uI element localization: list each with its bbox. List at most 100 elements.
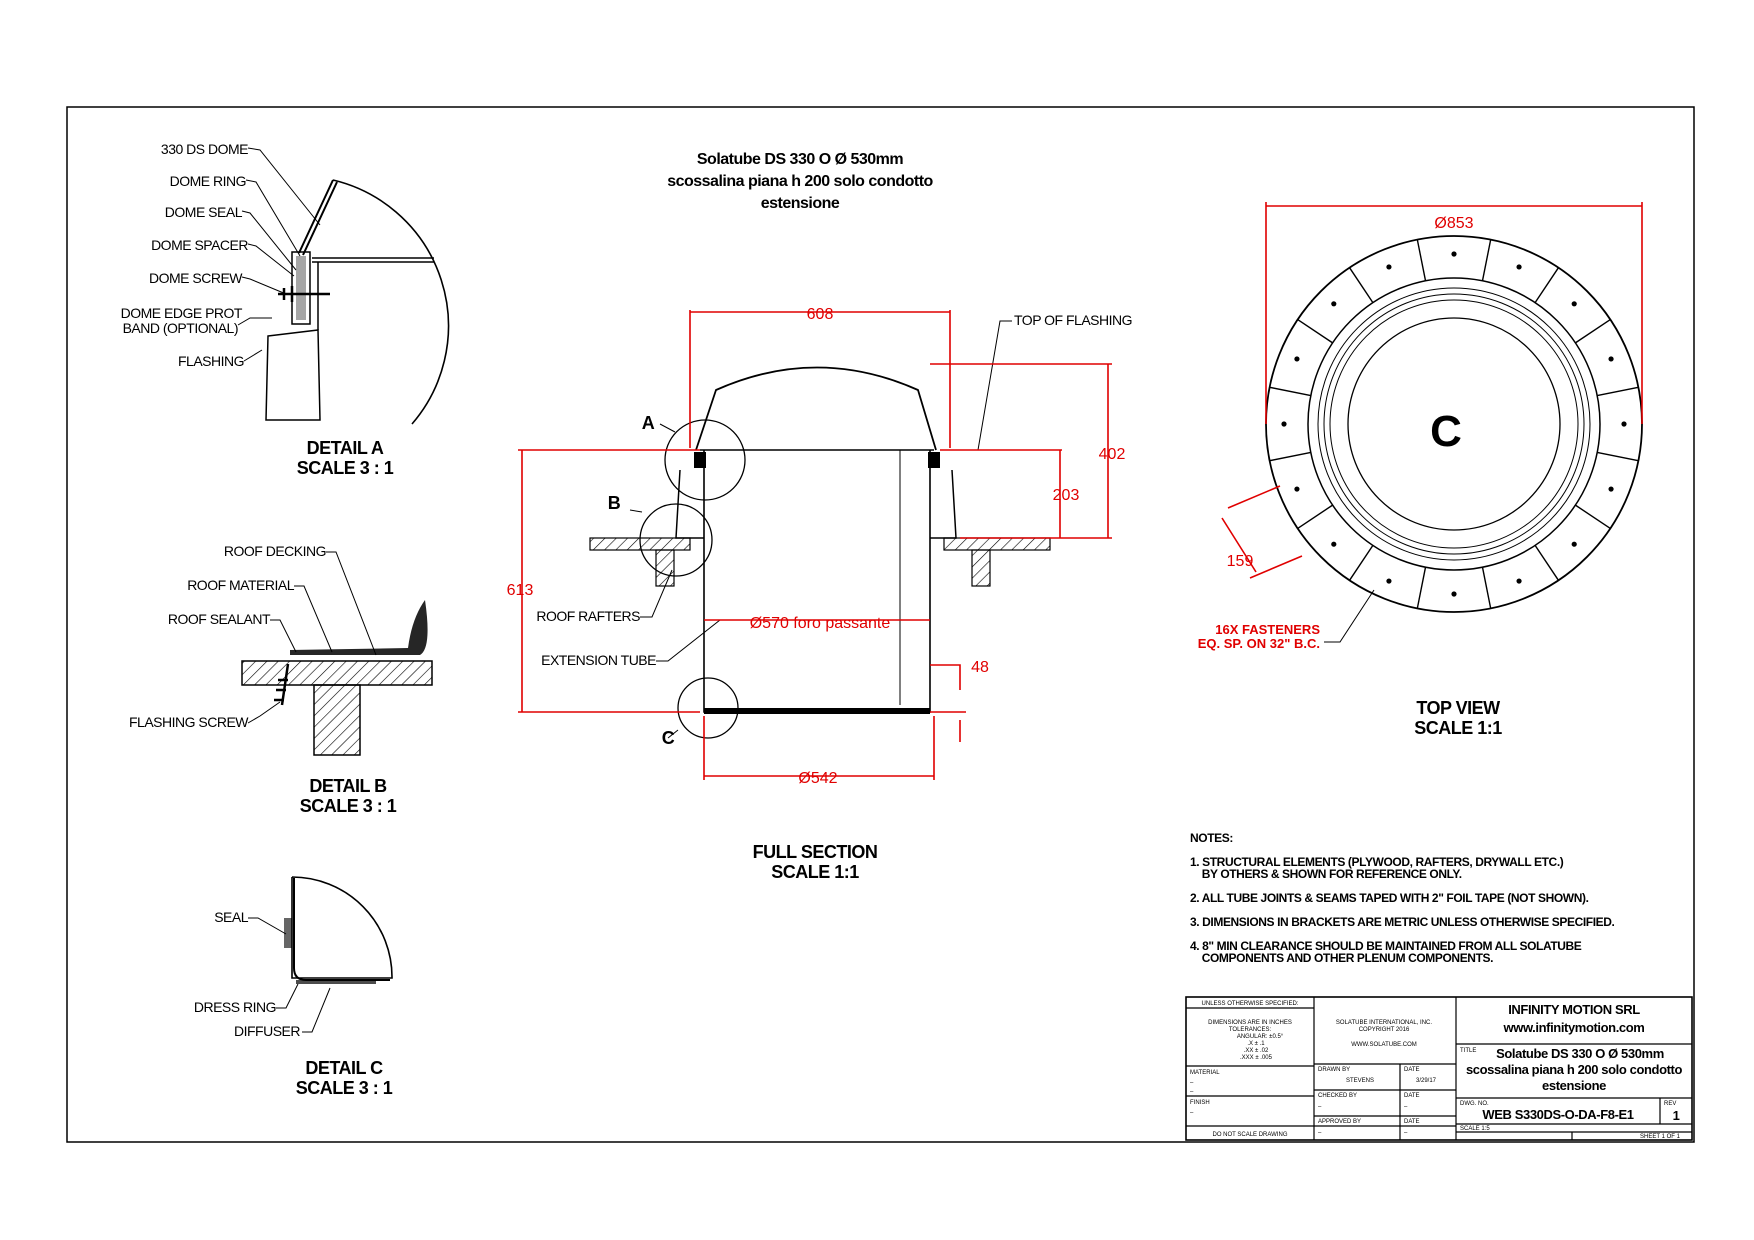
full-section-caption: FULL SECTION (753, 842, 878, 862)
segment-divider (1269, 386, 1311, 397)
tb-checked-dash: – (1318, 1104, 1322, 1110)
tb-sheet: SHEET 1 OF 1 (1640, 1134, 1681, 1140)
dim-48-lines (930, 664, 966, 742)
dim-542: Ø542 (798, 770, 837, 787)
detail-c: SEAL DRESS RING DIFFUSER DETAIL C SCALE … (194, 876, 393, 1098)
top-mid-circle (1307, 277, 1601, 571)
label-roof-material: ROOF MATERIAL (187, 577, 295, 593)
tb-dwg-no: WEB S330DS-O-DA-F8-E1 (1482, 1107, 1633, 1122)
tb-copyright-3: WWW.SOLATUBE.COM (1351, 1042, 1417, 1048)
label-roof-decking: ROOF DECKING (224, 543, 326, 559)
detail-a-circle (332, 179, 450, 425)
section-diffuser (704, 708, 930, 714)
tb-drawn-date: 3/29/17 (1416, 1078, 1437, 1084)
tb-rev: 1 (1673, 1108, 1680, 1123)
detail-a-caption: DETAIL A (307, 438, 384, 458)
label-band-optional: BAND (OPTIONAL) (123, 320, 238, 336)
top-view-spokes (1269, 239, 1639, 609)
tb-material-dash-1: – (1190, 1080, 1194, 1086)
fasteners-line-2: EQ. SP. ON 32" B.C. (1198, 636, 1320, 651)
tb-title-3: estensione (1542, 1078, 1606, 1093)
label-dome-edge-prot: DOME EDGE PROT (121, 305, 243, 321)
flashing-part (265, 329, 321, 421)
dim-203: 203 (1053, 487, 1080, 504)
dress-ring-part (293, 878, 390, 981)
tb-company: INFINITY MOTION SRL (1508, 1002, 1640, 1017)
section-flashing (675, 469, 957, 539)
segment-divider (1348, 267, 1374, 303)
tb-date-2-dash: – (1404, 1104, 1408, 1110)
top-view-scale: SCALE 1:1 (1414, 718, 1502, 738)
label-flashing: FLASHING (178, 353, 244, 369)
tb-unless: UNLESS OTHERWISE SPECIFIED: (1202, 1001, 1299, 1007)
top-inner-circle (1347, 317, 1561, 531)
tb-date-1: DATE (1404, 1067, 1420, 1073)
tb-checked-by: CHECKED BY (1318, 1093, 1357, 1099)
tb-finish-dash: – (1190, 1110, 1194, 1116)
dome-rim (312, 257, 434, 263)
dome-shell (298, 179, 338, 256)
dim-853-lines (1265, 202, 1643, 424)
title-block: UNLESS OTHERWISE SPECIFIED: DIMENSIONS A… (1185, 996, 1693, 1141)
fasteners-line-1: 16X FASTENERS (1215, 622, 1320, 637)
dim-570: Ø570 foro passante (750, 615, 891, 632)
label-seal: SEAL (214, 909, 249, 925)
note-2: 2. ALL TUBE JOINTS & SEAMS TAPED WITH 2"… (1190, 891, 1589, 905)
detail-c-scale: SCALE 3 : 1 (296, 1078, 393, 1098)
flashing-screw-part (274, 663, 290, 706)
label-roof-rafters: ROOF RAFTERS (536, 608, 640, 624)
top-center-mark: C (1430, 407, 1462, 456)
section-tube (703, 450, 931, 713)
segment-divider (1481, 567, 1492, 609)
label-extension-tube: EXTENSION TUBE (541, 652, 656, 668)
fastener-dot (1516, 264, 1522, 270)
tb-title-1: Solatube DS 330 O Ø 530mm (1496, 1046, 1664, 1061)
detail-c-circle (291, 876, 393, 979)
label-top-of-flashing: TOP OF FLASHING (1014, 312, 1132, 328)
fastener-dot (1451, 251, 1457, 257)
segment-divider (1269, 451, 1311, 462)
roof-deck-section (241, 660, 433, 686)
section-ring-left (694, 452, 706, 468)
fastener-dot (1451, 591, 1457, 597)
title-line-2: scossalina piana h 200 solo condotto (667, 173, 933, 190)
dim-613-lines (518, 449, 700, 713)
segment-divider (1481, 239, 1492, 281)
dome-seal-part (296, 256, 306, 320)
rafter-left (655, 549, 675, 587)
dim-402-lines (930, 363, 1112, 539)
tb-date-2: DATE (1404, 1093, 1420, 1099)
note-1-line-1: 1. STRUCTURAL ELEMENTS (PLYWOOD, RAFTERS… (1190, 855, 1564, 869)
note-1-line-2: BY OTHERS & SHOWN FOR REFERENCE ONLY. (1190, 867, 1462, 881)
detail-a: 330 DS DOME DOME RING DOME SEAL DOME SPA… (121, 141, 450, 478)
fastener-dot (1571, 541, 1577, 547)
label-dome-screw: DOME SCREW (149, 270, 243, 286)
notes: NOTES: 1. STRUCTURAL ELEMENTS (PLYWOOD, … (1190, 831, 1615, 965)
tb-scale: SCALE 1:5 (1460, 1126, 1490, 1132)
tb-tol-0: DIMENSIONS ARE IN INCHES (1208, 1020, 1292, 1026)
segment-divider (1597, 451, 1639, 462)
label-dress-ring: DRESS RING (194, 999, 276, 1015)
title-line-1: Solatube DS 330 O Ø 530mm (697, 151, 904, 168)
top-view-caption: TOP VIEW (1416, 698, 1500, 718)
segment-divider (1534, 267, 1560, 303)
dim-853: Ø853 (1434, 215, 1473, 232)
fastener-dot (1294, 486, 1300, 492)
seal-part (284, 918, 292, 948)
label-diffuser: DIFFUSER (234, 1023, 300, 1039)
segment-divider (1597, 386, 1639, 397)
rafter-right (971, 549, 991, 587)
title-block-frame (1185, 996, 1693, 1141)
fastener-dot (1516, 578, 1522, 584)
dim-402: 402 (1099, 446, 1126, 463)
rafter-section (313, 684, 361, 756)
label-dome-spacer: DOME SPACER (151, 237, 248, 253)
top-ring-3 (1329, 299, 1579, 549)
top-ring-1 (1317, 287, 1591, 561)
dim-542-lines (703, 716, 935, 780)
detail-b: ROOF DECKING ROOF MATERIAL ROOF SEALANT … (129, 543, 433, 816)
flashing-curl (290, 600, 428, 655)
segment-divider (1416, 239, 1427, 281)
tb-tol-4: .XX ± .02 (1244, 1048, 1269, 1054)
